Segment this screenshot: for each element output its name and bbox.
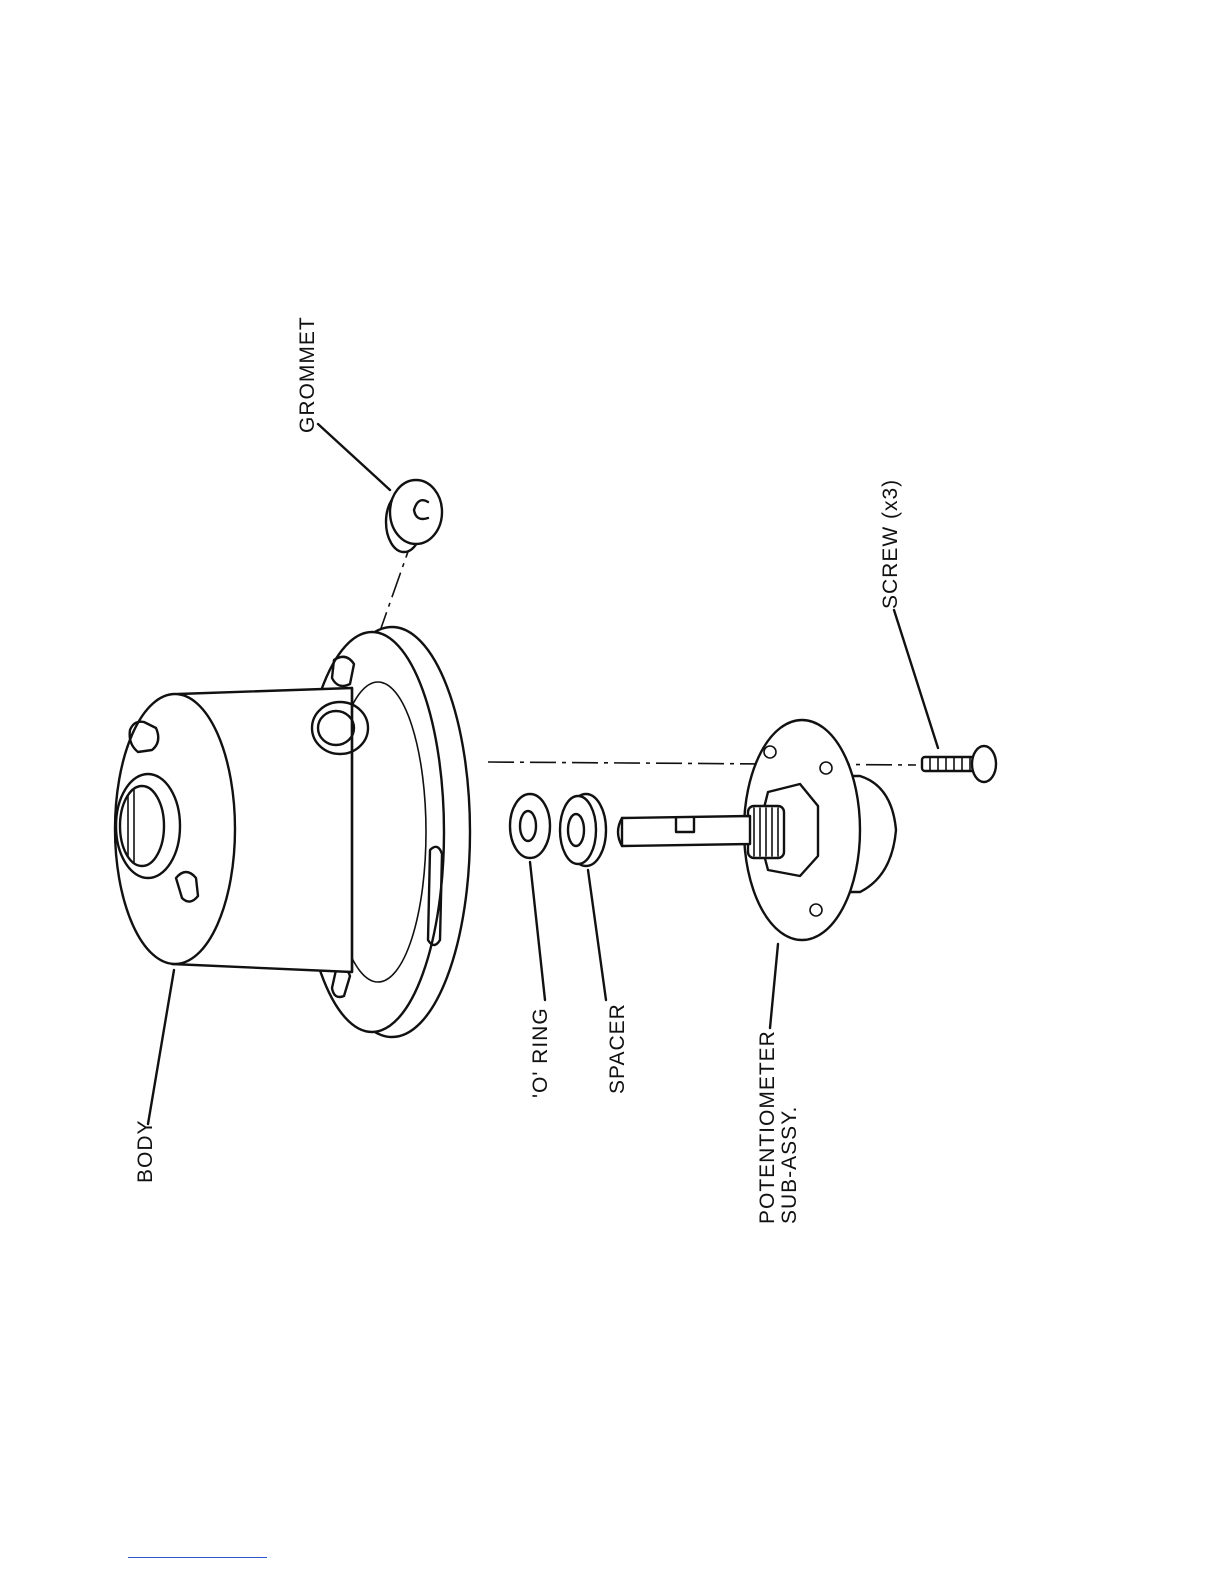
spacer-leader bbox=[588, 870, 606, 1000]
o-ring-outer bbox=[510, 794, 550, 858]
spacer-label: SPACER bbox=[606, 1003, 629, 1094]
screw-head bbox=[972, 746, 996, 782]
body-leader bbox=[148, 970, 174, 1124]
body-end-face bbox=[115, 694, 235, 964]
grommet-label: GROMMET bbox=[296, 316, 319, 433]
body-part bbox=[115, 627, 470, 1037]
screw-part bbox=[922, 746, 996, 782]
o-ring-leader bbox=[530, 862, 545, 1000]
potentiometer-part bbox=[618, 720, 896, 940]
spacer-face bbox=[560, 796, 596, 864]
o-ring-label: 'O' RING bbox=[529, 1007, 552, 1098]
body-label: BODY bbox=[134, 1119, 157, 1183]
assembly-axis-line bbox=[488, 762, 916, 765]
screw-label: SCREW (x3) bbox=[879, 479, 902, 609]
footer-rule bbox=[128, 1557, 267, 1558]
o-ring-inner bbox=[520, 811, 536, 841]
grommet-leader bbox=[318, 424, 390, 490]
potentiometer-label-line2: SUB-ASSY. bbox=[778, 1106, 801, 1224]
grommet-part bbox=[386, 480, 442, 552]
screw-leader bbox=[894, 610, 938, 748]
potentiometer-label-line1: POTENTIOMETER bbox=[756, 1030, 779, 1224]
o-ring-part bbox=[510, 794, 550, 858]
grommet-face bbox=[390, 480, 442, 544]
spacer-part bbox=[560, 794, 606, 866]
potentiometer-leader bbox=[770, 944, 778, 1028]
